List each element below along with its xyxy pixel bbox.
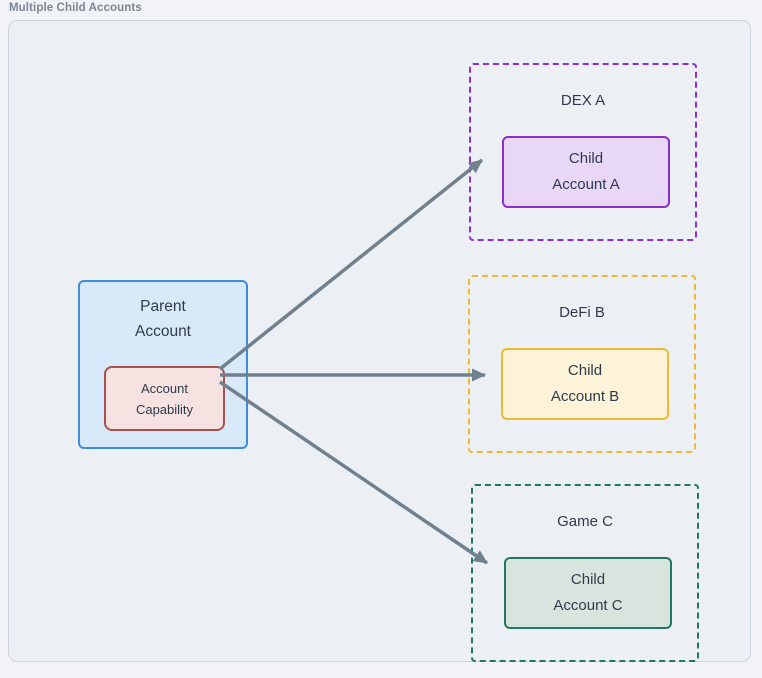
child-account-a-node: Child Account A bbox=[502, 136, 670, 208]
parent-account-label: Parent Account bbox=[80, 282, 246, 344]
node-label-line: Account B bbox=[550, 388, 620, 405]
node-label-line: Capability bbox=[135, 401, 194, 417]
group-dex-a: DEX A Child Account A bbox=[469, 63, 697, 241]
node-label-line: Child bbox=[568, 150, 604, 167]
diagram-canvas: Parent Account Account Capability DEX A … bbox=[8, 20, 751, 662]
group-game-c: Game C Child Account C bbox=[471, 484, 699, 662]
account-capability-node: Account Capability bbox=[104, 366, 225, 431]
child-account-b-node: Child Account B bbox=[501, 348, 669, 420]
node-label-line: Child bbox=[567, 362, 603, 379]
node-label-line: Child bbox=[570, 571, 606, 588]
group-defi-b: DeFi B Child Account B bbox=[468, 275, 696, 453]
parent-account-node: Parent Account Account Capability bbox=[78, 280, 248, 449]
group-dex-a-label: DEX A bbox=[560, 92, 606, 109]
node-label-line: Account C bbox=[553, 597, 623, 614]
node-label-line: Account A bbox=[552, 176, 620, 193]
group-game-c-label: Game C bbox=[557, 513, 613, 530]
group-defi-b-label: DeFi B bbox=[559, 304, 605, 321]
child-account-c-node: Child Account C bbox=[504, 557, 672, 629]
node-label-line: Account bbox=[134, 323, 191, 340]
node-label-line: Parent bbox=[140, 298, 186, 315]
node-label-line: Account bbox=[141, 380, 188, 396]
figure-title: Multiple Child Accounts bbox=[9, 2, 142, 14]
